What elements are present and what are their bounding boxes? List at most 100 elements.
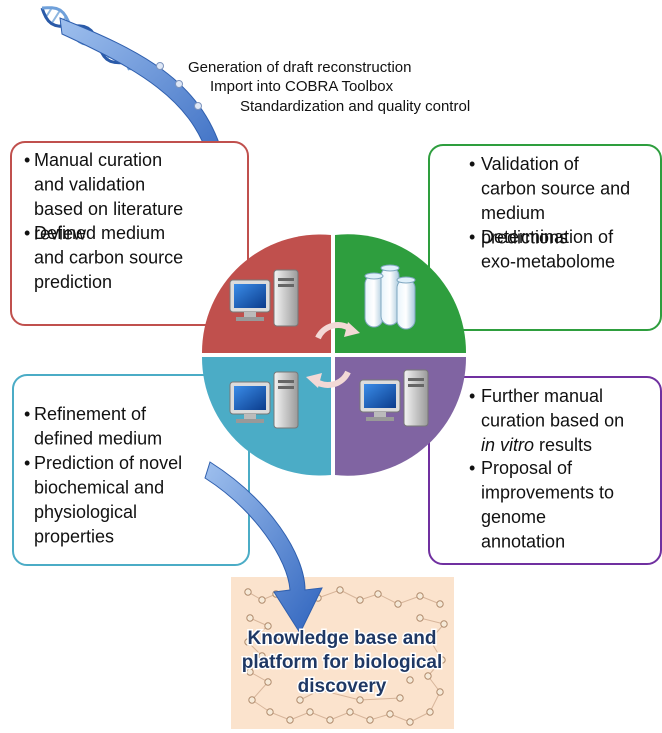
network-edge [299,689,321,701]
bullet-line: prediction [34,272,112,292]
result-line-2: platform for biological [242,652,443,673]
bullets-green: • Validation of carbon source and medium pre… [469,154,630,272]
result-line-3: discovery [298,676,387,697]
computer-icon [359,369,429,427]
box-green [428,144,662,331]
network-node [264,622,272,630]
network-node [336,586,344,594]
network-node [276,632,284,640]
box-red [10,141,249,326]
network-node [436,600,444,608]
step-standardization: Standardization and quality control [240,98,470,115]
bullet-line: Refinement of [34,404,147,424]
network-node [436,688,444,696]
network-edge [419,617,445,625]
network-edge [429,691,441,713]
bullet-line: Manual curation [34,150,162,170]
network-edge [247,625,269,643]
bullet-line: exo-metabolome [481,252,615,272]
bullet-dot: • [24,223,30,243]
dna-rung [50,9,62,25]
bullet-line: review [34,224,87,244]
network-edge [359,697,401,701]
bullet-line: and validation [34,175,145,195]
bullet-dot: • [469,154,475,174]
result-line-1: Knowledge base and [248,628,437,649]
network-node [244,638,252,646]
network-node [248,696,256,704]
result-text: Knowledge base and platform for biologic… [240,627,444,699]
result-panel [231,577,454,729]
network-node [246,614,254,622]
network-node [438,656,446,664]
network-node [440,620,448,628]
network-edge [397,595,421,605]
network-node [258,652,266,660]
bullet-line: predictions [481,228,568,248]
bullet-line: Proposal of [481,458,573,478]
network-edge [319,689,361,701]
cycle-arrows-icon [306,322,360,388]
bullet-dot: • [469,227,475,247]
network-node [244,588,252,596]
arrow-step-dot [156,62,164,70]
bullet-line: Validation of [481,154,580,174]
bullet-dot: • [469,458,475,478]
network-node [356,696,364,704]
bullet-line: Determination of [481,227,614,247]
network-node [416,592,424,600]
network-node [416,614,424,622]
network-node [316,686,324,694]
bullet-line: Prediction of novel [34,453,182,473]
bullet-line: carbon source and [481,179,630,199]
arrow-step-dot [175,80,183,88]
network-node [396,694,404,702]
network-node [406,676,414,684]
bullet-line: biochemical and [34,478,164,498]
bullet-line: Further manual [481,386,603,406]
result-arrow [204,461,323,635]
bullet-line: properties [34,527,114,547]
network-edge [409,711,431,723]
bullet-dot: • [24,150,30,170]
dna-rung [45,7,53,18]
network-node [246,668,254,676]
arrow-step-dot [194,102,202,110]
network-node [266,708,274,716]
network-node [374,590,382,598]
test-tubes-icon [364,264,416,330]
network-node [306,708,314,716]
network-node [258,596,266,604]
step-generation: Generation of draft reconstruction [188,59,411,76]
bullet-dot: • [469,386,475,406]
box-blue [12,374,250,566]
network-node [326,716,334,724]
bullet-line: defined medium [34,429,162,449]
network-node [366,716,374,724]
network-node [394,600,402,608]
computer-icon [229,269,299,327]
network-node [346,708,354,716]
network-node [424,672,432,680]
step-import: Import into COBRA Toolbox [210,78,394,95]
bullet-line: annotation [481,532,565,552]
bullet-line: Defined medium [34,223,165,243]
network-node [286,716,294,724]
network-edge [339,589,361,601]
bullet-line: medium [481,203,545,223]
network-edge [429,639,443,661]
network-node [406,718,414,726]
bullet-line: genome [481,507,546,527]
network-node [426,708,434,716]
bullet-line: curation based on [481,411,624,431]
bullet-line: in vitro results [481,435,592,455]
network-node [296,696,304,704]
network-edge [251,681,269,701]
network-edge [317,589,341,599]
bullet-line: and carbon source [34,248,183,268]
network-node [356,596,364,604]
computer-icon [229,371,299,429]
bullet-dot: • [24,453,30,473]
